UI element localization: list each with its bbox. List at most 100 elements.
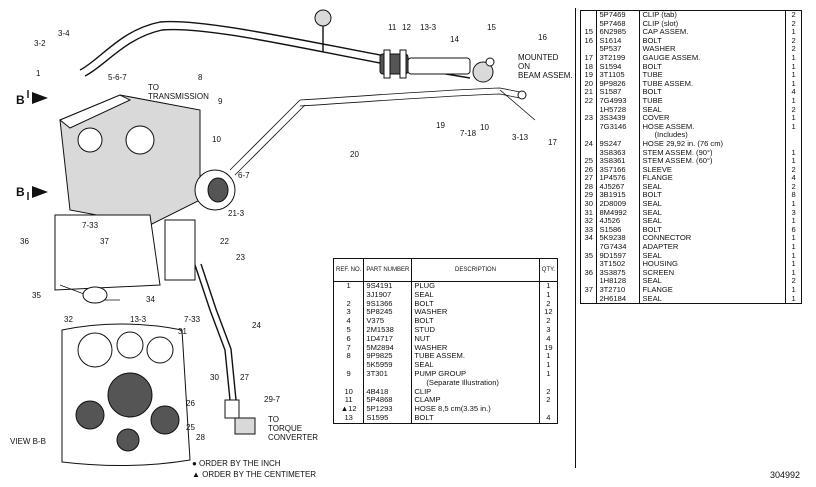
- qty-cell: 8: [791, 191, 796, 200]
- qty-cell: 1: [546, 281, 551, 291]
- part-number-cell: 3S7166: [596, 165, 641, 175]
- ref-cell: 36: [580, 268, 598, 278]
- ref-cell: 37: [580, 286, 598, 295]
- description-cell: SEAL: [639, 251, 787, 261]
- part-number-cell: [363, 378, 413, 388]
- description-cell: CAP ASSEM.: [639, 28, 787, 37]
- description-cell: CLAMP: [411, 396, 540, 406]
- part-number-cell: 7G4993: [596, 96, 641, 106]
- callout-number: 7-18: [460, 129, 477, 138]
- qty-cell: 1: [791, 157, 796, 166]
- ref-cell: [580, 294, 598, 304]
- note-line: BEAM ASSEM.: [518, 71, 573, 80]
- callout-number: 30: [210, 373, 219, 382]
- qty-cell: 1: [791, 294, 796, 303]
- tube-19: [299, 87, 521, 101]
- callout-number: 26: [186, 399, 195, 408]
- ref-cell: 5: [333, 325, 365, 335]
- description-cell: WASHER: [639, 45, 787, 54]
- part-number-cell: 5M2894: [363, 343, 413, 353]
- part-number-cell: 9P9825: [363, 352, 413, 362]
- description-cell: PLUG: [411, 281, 540, 291]
- qty-cell: 1: [791, 260, 796, 269]
- qty-cell: 19: [544, 343, 553, 352]
- ref-cell: 24: [580, 139, 598, 149]
- part-number-cell: 5P537: [596, 45, 641, 54]
- description-cell: SEAL: [411, 290, 540, 300]
- description-cell: SLEEVE: [639, 165, 787, 175]
- ref-cell: 26: [580, 165, 598, 175]
- description-cell: SEAL: [639, 294, 787, 304]
- description-cell: SEAL: [411, 361, 540, 370]
- description-cell: SEAL: [639, 200, 787, 209]
- description-cell: TUBE ASSEM.: [411, 352, 540, 362]
- ref-cell: 8: [333, 352, 365, 362]
- callout-number: 11: [388, 23, 397, 32]
- description-cell: BOLT: [639, 225, 787, 235]
- description-cell: STEM ASSEM. (60°): [639, 157, 787, 166]
- tube-14: [407, 57, 471, 75]
- col-description: DESCRIPTION: [411, 258, 540, 282]
- description-cell: HOSE ASSEM.: [639, 122, 787, 132]
- part-number-cell: 9P9826: [596, 79, 641, 89]
- part-number-cell: 3S8361: [596, 157, 641, 166]
- part-number-cell: V375: [363, 317, 413, 326]
- callout-number: 23: [236, 253, 245, 262]
- description-cell: ADAPTER: [639, 243, 787, 252]
- qty-cell: 2: [546, 396, 551, 405]
- ref-cell: [580, 45, 598, 54]
- cover-23: [164, 219, 196, 281]
- tube-20b: [234, 104, 306, 176]
- qty-cell: 2: [546, 387, 551, 396]
- note-line: ON: [518, 62, 530, 71]
- table-row: (Includes): [580, 131, 802, 140]
- col-part-number: PART NUMBER: [363, 258, 413, 282]
- callout-number: 13-3: [130, 315, 147, 324]
- part-number-cell: [596, 131, 641, 140]
- ref-cell: 6: [333, 334, 365, 344]
- description-cell: SEAL: [639, 208, 787, 218]
- callout-number: 32: [64, 315, 73, 324]
- ref-cell: 16: [580, 36, 598, 46]
- callout-number: 36: [20, 237, 29, 246]
- description-cell: HOSE 29,92 in. (76 cm): [639, 139, 787, 149]
- part-number-cell: 3T1105: [596, 71, 641, 80]
- ref-cell: [580, 148, 598, 158]
- section-arrow-bottom: [32, 186, 48, 198]
- pump-outlet-bore: [207, 177, 229, 203]
- callout-number: 19: [436, 121, 445, 130]
- section-b-bottom: B: [16, 185, 25, 199]
- bore-left: [75, 400, 105, 430]
- gauge-line: [499, 89, 536, 121]
- qty-cell: 6: [791, 225, 796, 234]
- description-cell: (Separate Illustration): [411, 378, 540, 388]
- ref-cell: [333, 378, 365, 388]
- cap-assembly: [472, 61, 494, 83]
- qty-cell: 1: [546, 352, 551, 361]
- connector-34: [82, 286, 108, 304]
- qty-cell: [786, 140, 802, 149]
- qty-cell: [539, 379, 557, 388]
- tube-20: [229, 99, 301, 171]
- ref-cell: [580, 243, 598, 252]
- description-cell: GAUGE ASSEM.: [639, 53, 787, 63]
- part-number-cell: S1586: [596, 225, 641, 235]
- qty-cell: 1: [791, 53, 796, 62]
- pump-bore-a: [77, 127, 103, 153]
- callout-number: 25: [186, 423, 195, 432]
